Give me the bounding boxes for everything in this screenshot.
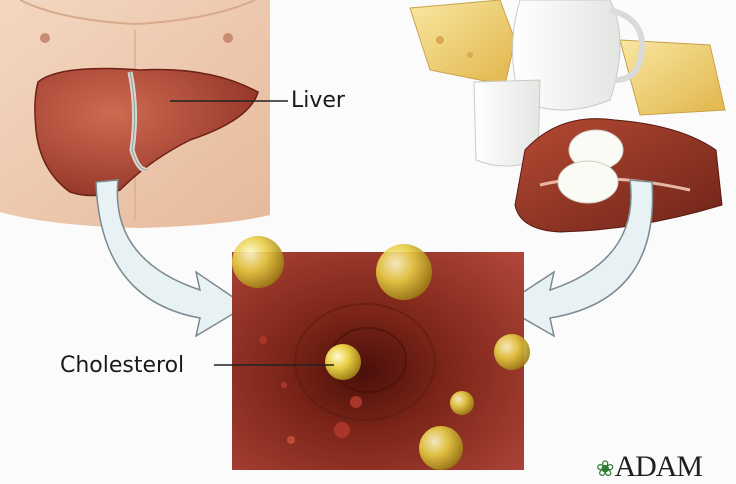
- liver-label: Liver: [291, 88, 345, 113]
- logo-text: ADAM: [614, 450, 702, 483]
- food-illustration: [410, 0, 725, 232]
- leaf-icon: ❀: [596, 456, 613, 481]
- cholesterol-label: Cholesterol: [60, 353, 184, 378]
- blood-vessel-image: [232, 236, 530, 470]
- adam-logo: ❀ADAM: [596, 450, 702, 484]
